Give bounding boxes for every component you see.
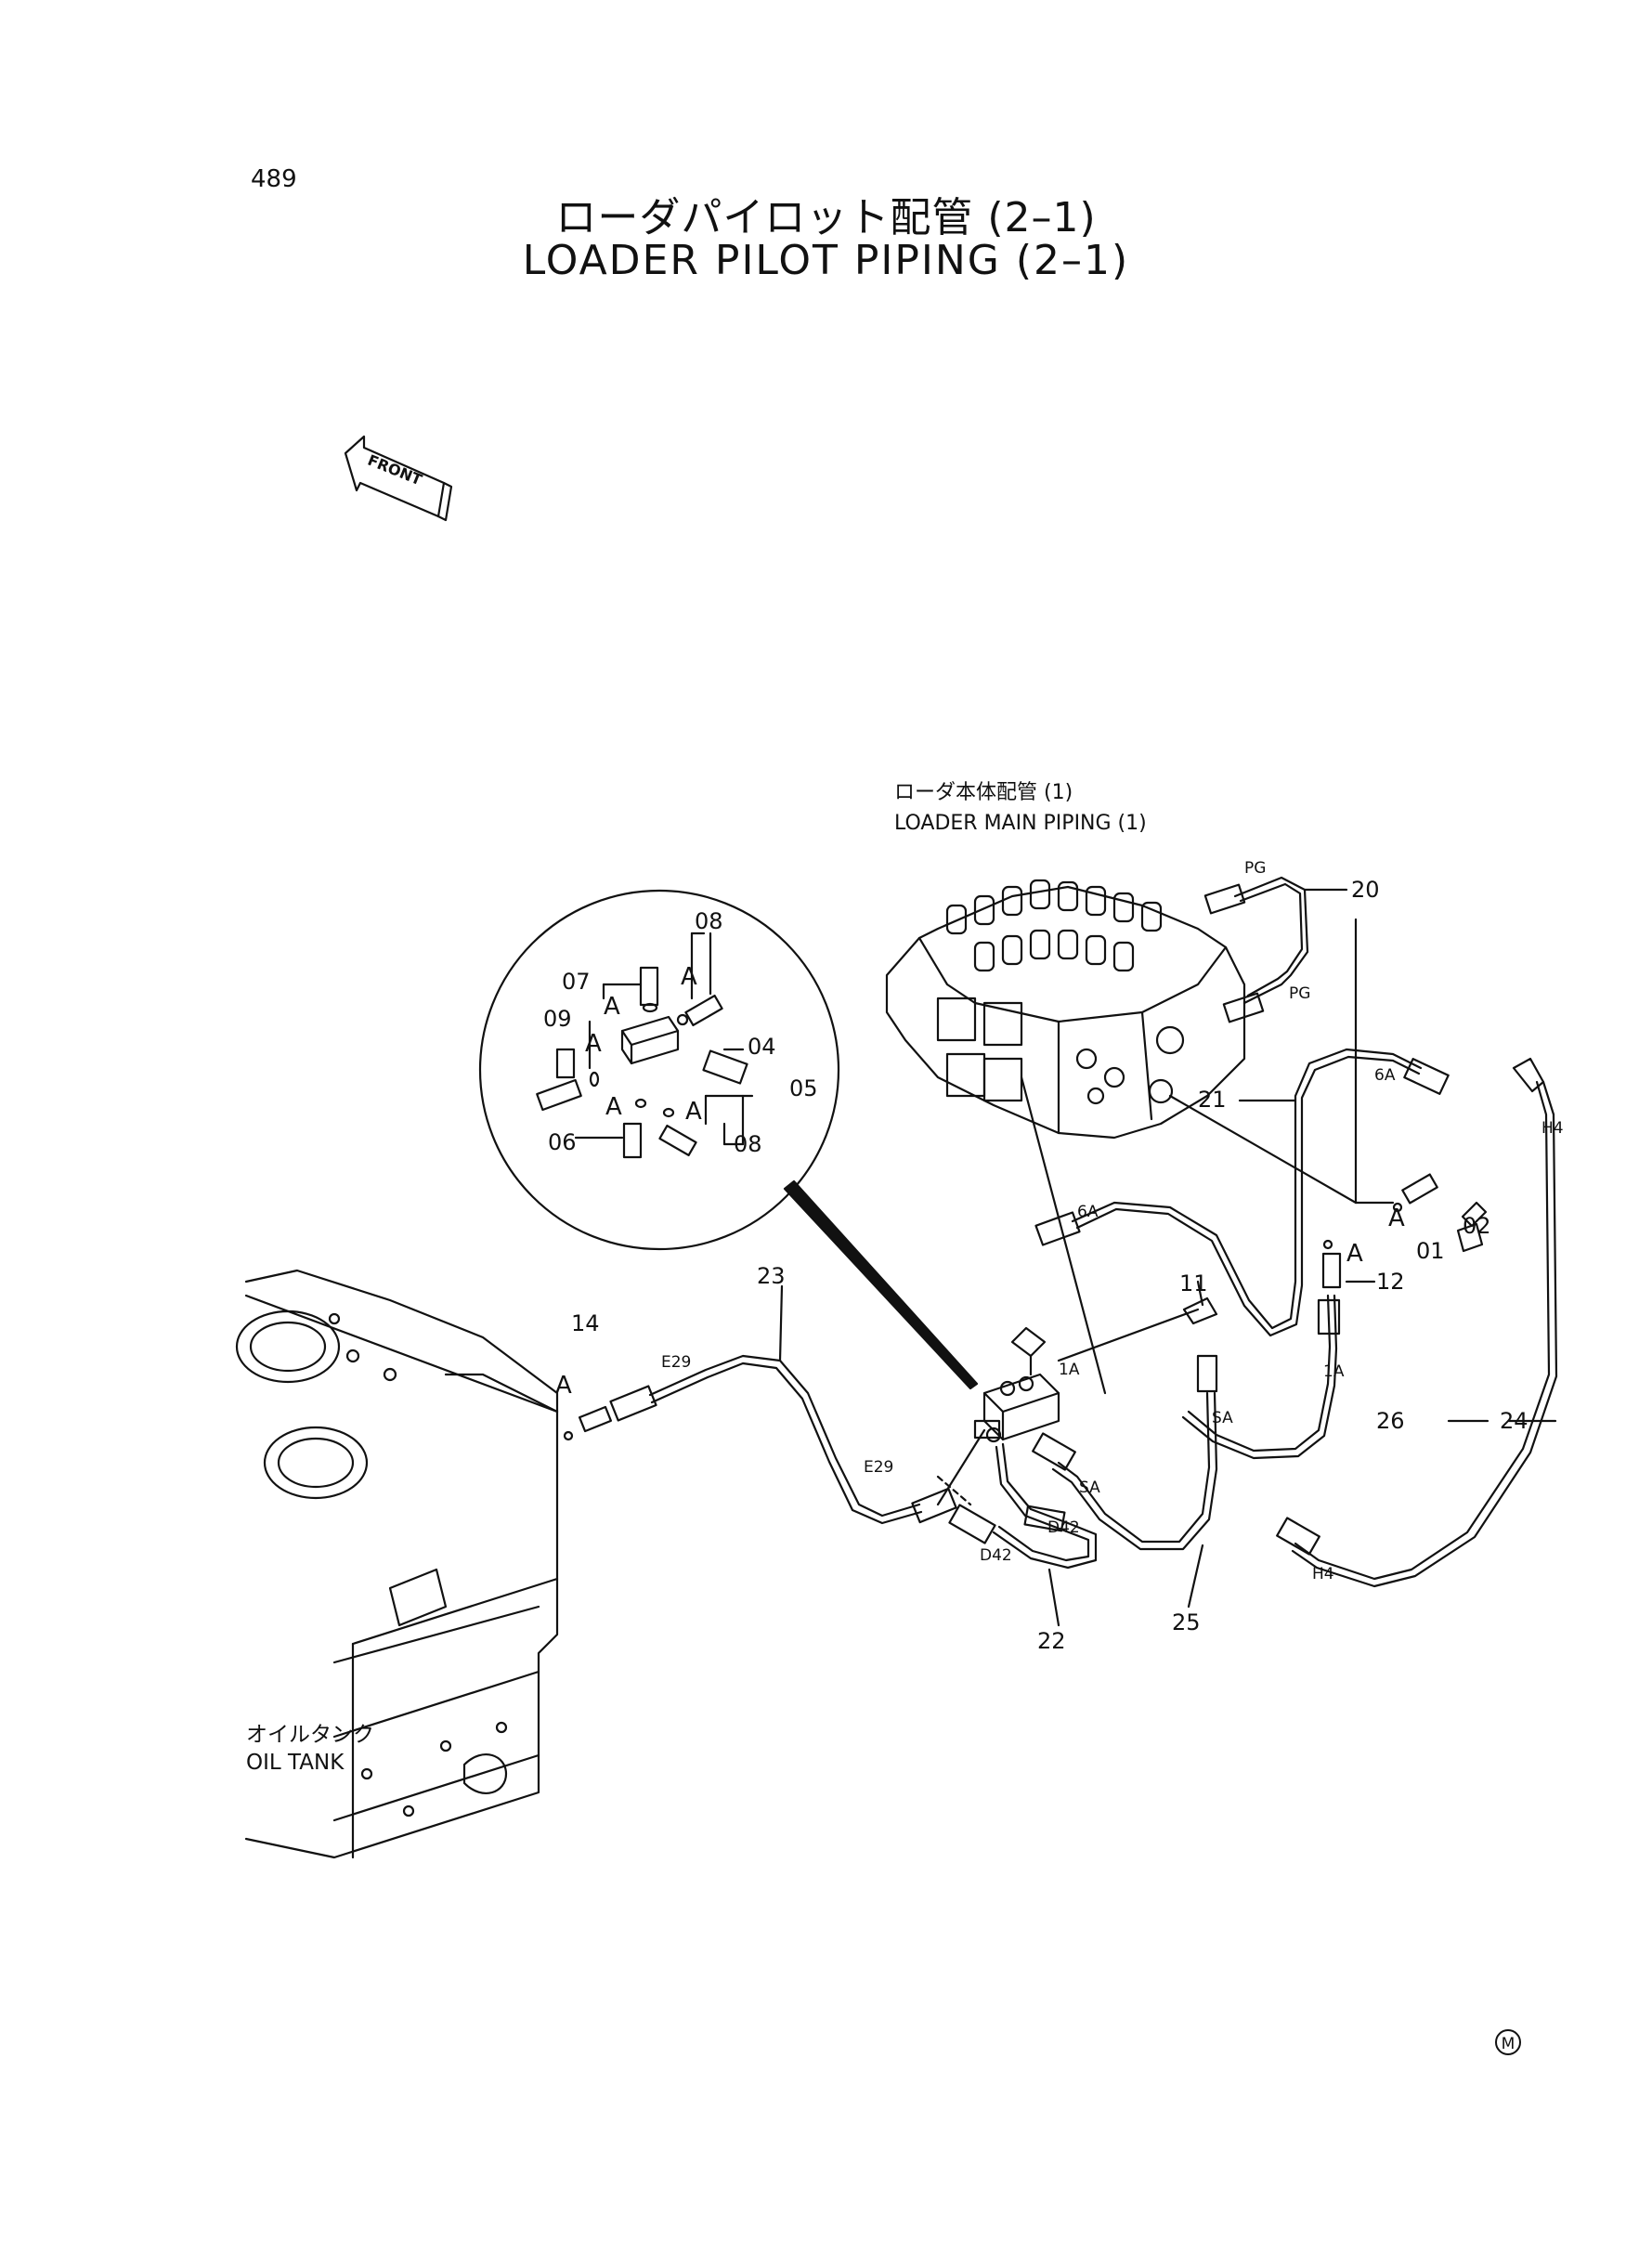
fitting-6a-lower <box>1034 1211 1081 1246</box>
page-title-english: LOADER PILOT PIPING (2–1) <box>522 237 1130 284</box>
part-24: 24 <box>1500 1408 1528 1434</box>
front-arrow-label: FRONT <box>365 451 424 489</box>
part-09: 09 <box>543 1006 572 1032</box>
port-pg-lower: PG <box>1289 984 1310 1003</box>
part-01: 01 <box>1416 1238 1445 1264</box>
detail-a-marker-2: A <box>681 963 697 991</box>
port-1a-left: 1A <box>1059 1361 1080 1379</box>
detail-a-parts <box>536 932 754 1159</box>
hose-20 <box>1233 876 1309 1005</box>
fitting-sa-right <box>1196 1354 1218 1393</box>
detail-a-marker-7: A <box>1346 1240 1363 1268</box>
port-1a-right: 1A <box>1323 1362 1345 1381</box>
part-22: 22 <box>1037 1628 1066 1654</box>
port-6a-upper: 6A <box>1374 1066 1396 1085</box>
hose-25 <box>1057 1391 1211 1544</box>
part-05: 05 <box>789 1075 818 1101</box>
port-d42-lower: D42 <box>980 1546 1012 1565</box>
port-e29-tank: E29 <box>661 1353 691 1372</box>
port-6a-lower: 6A <box>1077 1203 1099 1221</box>
port-d42-upper: D42 <box>1047 1518 1080 1537</box>
port-e29-manifold: E29 <box>864 1458 893 1477</box>
fitting-12 <box>1321 1252 1342 1289</box>
part-25: 25 <box>1172 1609 1201 1635</box>
elbow-1a-left <box>1010 1326 1047 1358</box>
front-arrow-icon <box>344 435 453 522</box>
fitting-1a-right <box>1317 1298 1341 1335</box>
main-piping-ref-en: LOADER MAIN PIPING (1) <box>894 812 1147 835</box>
fitting-02 <box>1461 1201 1488 1228</box>
port-pg-upper: PG <box>1244 859 1266 878</box>
part-14: 14 <box>571 1310 600 1336</box>
part-04: 04 <box>748 1034 776 1060</box>
fitting-e29-manifold <box>911 1487 957 1524</box>
circled-mark: M <box>1495 2029 1521 2055</box>
oil-tank <box>235 1269 559 1859</box>
part-20: 20 <box>1351 877 1380 903</box>
elbow-h4 <box>1512 1057 1545 1093</box>
port-sa-left: SA <box>1079 1479 1100 1497</box>
hose-22 <box>992 1442 1098 1570</box>
detail-a-marker-8: A <box>555 1372 572 1400</box>
page-number: 489 <box>251 165 297 193</box>
port-h4-lower: H4 <box>1312 1565 1334 1583</box>
detail-a-marker-1: A <box>604 993 620 1021</box>
hose-23 <box>648 1354 921 1518</box>
hose-26 <box>1187 1294 1332 1453</box>
part-07: 07 <box>562 969 591 995</box>
detail-a-marker-4: A <box>605 1093 622 1121</box>
detail-a-marker-6: A <box>1388 1205 1405 1232</box>
page-title-japanese: ローダパイロット配管 (2–1) <box>555 194 1097 241</box>
part-06: 06 <box>548 1129 577 1155</box>
detail-circle-a <box>478 889 840 1251</box>
part-02: 02 <box>1463 1213 1491 1239</box>
fitting-d42-upper <box>1023 1505 1066 1532</box>
fitting-6a-upper <box>1403 1058 1450 1095</box>
part-26: 26 <box>1376 1408 1405 1434</box>
oil-tank-label-jp: オイルタンク <box>246 1723 374 1747</box>
control-valve-block <box>885 879 1246 1140</box>
elbow-11 <box>1182 1296 1218 1325</box>
port-sa-right: SA <box>1212 1409 1233 1427</box>
fitting-01 <box>1401 1173 1438 1205</box>
hose-21 <box>1071 1048 1423 1330</box>
fitting-14 <box>578 1405 613 1433</box>
hose-24 <box>1294 1080 1551 1581</box>
fitting-pg-upper <box>1203 883 1246 915</box>
part-08-bottom: 08 <box>734 1131 762 1157</box>
circled-mark-letter: M <box>1502 2035 1515 2053</box>
fitting-e29-tank <box>609 1385 657 1422</box>
fitting-d42-lower <box>948 1504 996 1544</box>
oil-tank-label-en: OIL TANK <box>246 1751 345 1775</box>
detail-pointer <box>783 1179 979 1390</box>
port-h4-upper: H4 <box>1541 1119 1564 1138</box>
pilot-manifold <box>973 1373 1060 1443</box>
part-23: 23 <box>757 1263 786 1289</box>
fitting-sa-left <box>1032 1432 1076 1471</box>
part-12: 12 <box>1376 1269 1405 1295</box>
part-11: 11 <box>1179 1270 1208 1296</box>
detail-a-marker-3: A <box>585 1030 602 1058</box>
part-08-top: 08 <box>695 908 723 934</box>
part-21: 21 <box>1198 1087 1227 1113</box>
main-piping-ref-jp: ローダ本体配管 (1) <box>894 781 1073 804</box>
detail-a-marker-5: A <box>685 1098 702 1126</box>
fitting-h4-lower <box>1276 1517 1320 1556</box>
fitting-pg-lower <box>1222 992 1265 1023</box>
